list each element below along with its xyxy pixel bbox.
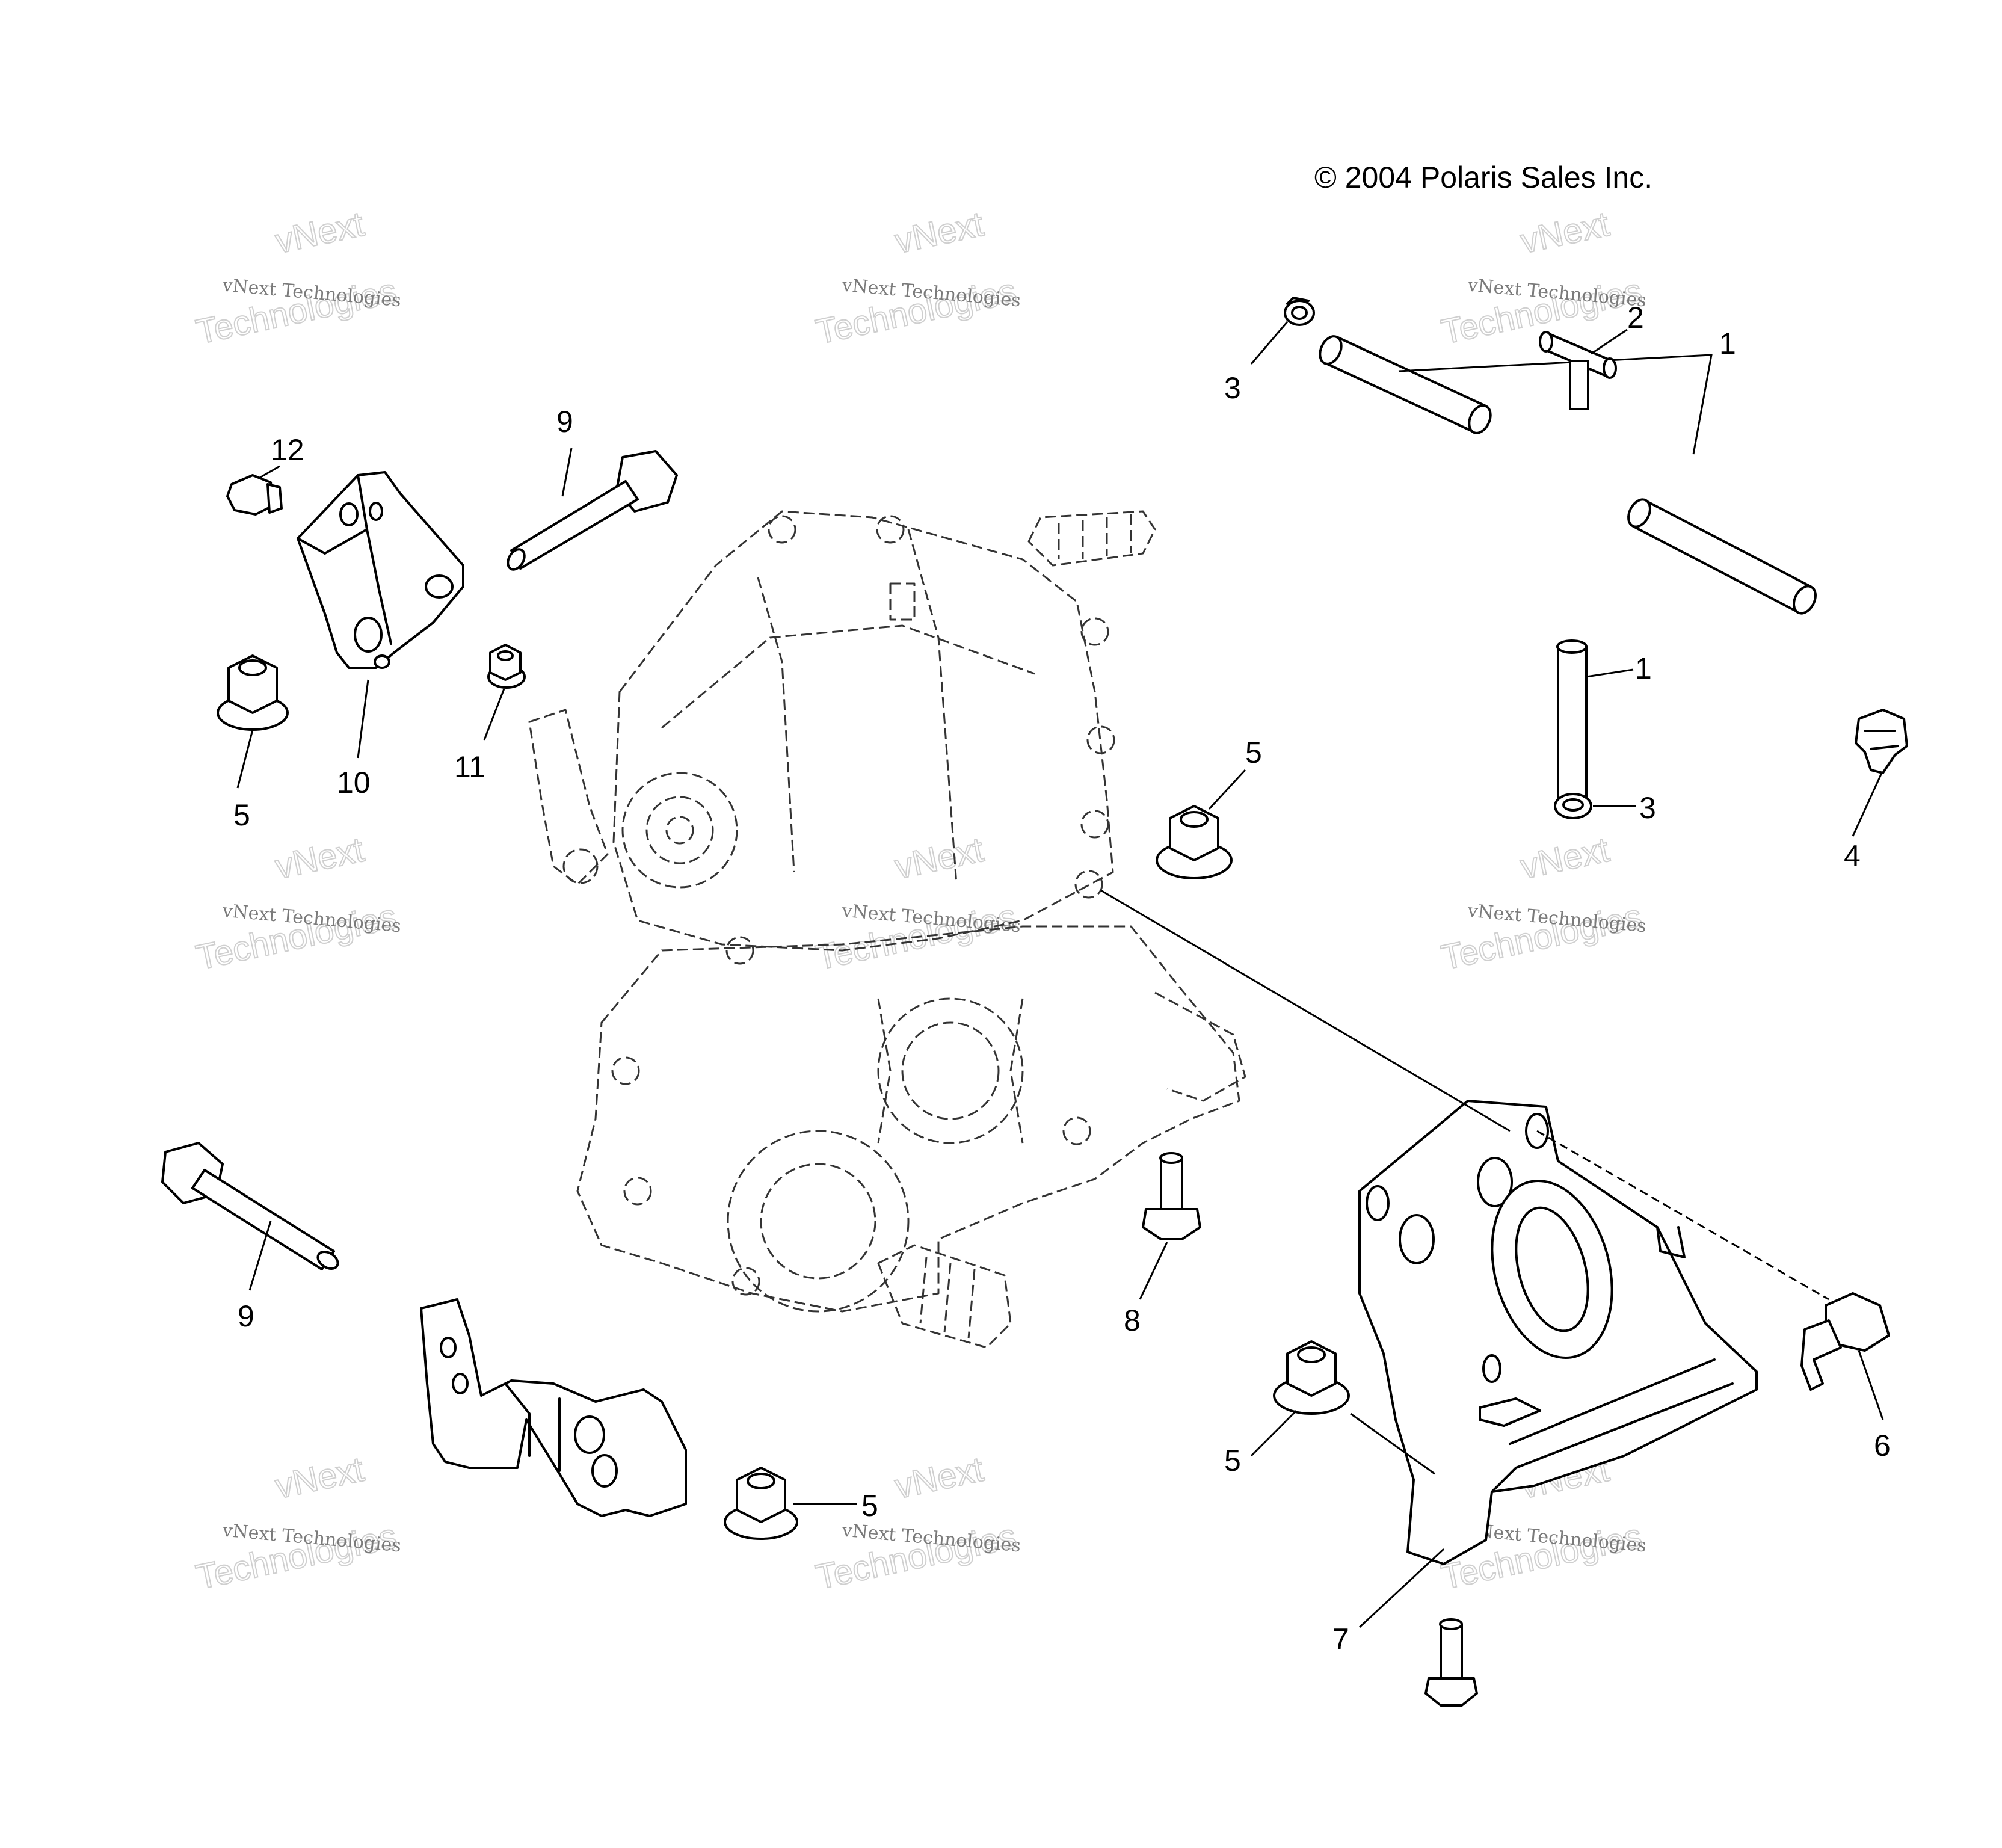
leader-5d xyxy=(1250,1409,1298,1457)
mounting-bracket-upper-left xyxy=(297,471,464,669)
callout-9a: 9 xyxy=(556,405,573,439)
leader-8 xyxy=(1139,1242,1168,1300)
callout-4: 4 xyxy=(1844,839,1861,873)
hose-clamp-upper xyxy=(1284,297,1315,326)
callout-7: 7 xyxy=(1332,1622,1349,1656)
callout-2: 2 xyxy=(1627,301,1644,334)
copyright-text: © 2004 Polaris Sales Inc. xyxy=(1314,161,1652,194)
hose-upper-right xyxy=(1627,498,1817,615)
t-fitting xyxy=(1539,331,1617,410)
flange-nut-left xyxy=(217,654,289,731)
flange-bolt-bottom xyxy=(1424,1618,1478,1707)
leader-10 xyxy=(357,679,369,759)
callout-1a: 1 xyxy=(1719,327,1736,360)
callout-5c: 5 xyxy=(861,1489,878,1523)
watermark-brand: vNext xyxy=(1517,830,1613,887)
callout-1b: 1 xyxy=(1635,651,1652,685)
watermark-brand: vNext xyxy=(892,205,987,261)
small-bolt xyxy=(226,474,283,516)
flange-bolt-center xyxy=(1142,1152,1201,1240)
callout-3a: 3 xyxy=(1224,371,1241,405)
leader-2 xyxy=(1591,328,1628,355)
leader-12 xyxy=(258,465,280,479)
mounting-bracket-right xyxy=(1358,1100,1758,1565)
watermark-brand: vNext xyxy=(272,1450,368,1506)
leader-1b xyxy=(1586,668,1634,678)
flange-bolt-right xyxy=(1800,1292,1890,1391)
watermark-brand: vNext xyxy=(1517,205,1613,261)
flange-nut-bottom xyxy=(724,1467,798,1540)
leader-11 xyxy=(483,688,505,741)
mounting-bracket-lower-left xyxy=(420,1298,687,1517)
hose-clip xyxy=(1855,709,1908,774)
watermark-brand: vNext xyxy=(892,830,987,887)
leader-5a xyxy=(236,729,254,789)
hose-upper-left xyxy=(1319,335,1492,434)
leader-9a xyxy=(561,448,573,497)
watermark-brand: vNext xyxy=(272,205,368,261)
leader-7 xyxy=(1358,1548,1445,1628)
leader-4 xyxy=(1852,772,1883,837)
callout-3b: 3 xyxy=(1639,791,1656,825)
leader-9b xyxy=(248,1221,272,1291)
flange-nut-right xyxy=(1273,1340,1350,1415)
alignment-line-upper xyxy=(1100,889,1511,1132)
transmission-assembly xyxy=(528,510,1246,1349)
leader-1a xyxy=(1398,354,1713,455)
alignment-line-nut xyxy=(1350,1412,1435,1475)
watermark-brand: vNext xyxy=(892,1450,987,1506)
callout-6: 6 xyxy=(1874,1429,1891,1462)
hose-clamp-lower xyxy=(1554,793,1592,819)
callout-11: 11 xyxy=(454,750,485,784)
callout-10: 10 xyxy=(337,766,371,799)
long-bolt-upper xyxy=(507,450,678,571)
hose-vertical xyxy=(1556,639,1588,816)
alignment-line-bolt xyxy=(1536,1130,1829,1301)
hex-nut-small xyxy=(487,644,526,689)
callout-9b: 9 xyxy=(238,1299,254,1333)
callout-5b: 5 xyxy=(1245,736,1262,769)
flange-nut-center xyxy=(1156,805,1233,879)
callout-5d: 5 xyxy=(1224,1444,1241,1477)
callout-8: 8 xyxy=(1124,1304,1141,1337)
leader-6 xyxy=(1858,1350,1884,1420)
watermark-brand: vNext xyxy=(272,830,368,887)
leader-3a xyxy=(1250,321,1289,365)
leader-5b xyxy=(1208,769,1246,810)
callout-5a: 5 xyxy=(233,798,250,832)
callout-12: 12 xyxy=(271,433,304,467)
long-bolt-lower xyxy=(161,1142,339,1270)
